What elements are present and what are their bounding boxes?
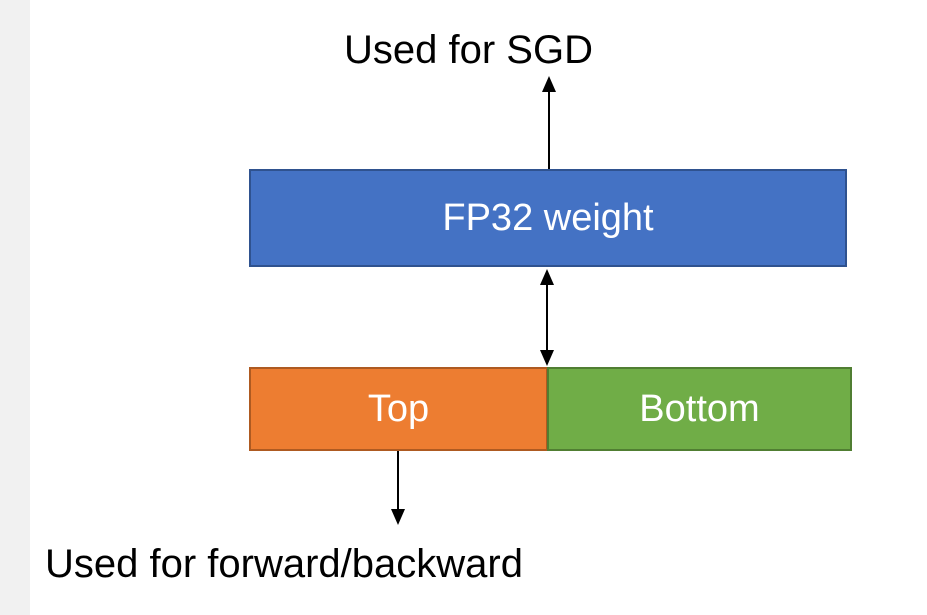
top-half-box: Top [249, 367, 548, 451]
forward-backward-arrow [391, 451, 405, 525]
conversion-double-arrow [540, 269, 554, 366]
diagram-canvas [30, 0, 927, 615]
bottom-half-label: Bottom [639, 387, 760, 430]
sgd-label: Used for SGD [344, 28, 593, 72]
fp32-weight-box: FP32 weight [249, 169, 847, 267]
bottom-half-box: Bottom [547, 367, 852, 451]
fp32-weight-label: FP32 weight [442, 196, 654, 239]
top-half-label: Top [367, 387, 430, 430]
sgd-arrow [542, 76, 556, 169]
forward-backward-label: Used for forward/backward [45, 542, 523, 586]
